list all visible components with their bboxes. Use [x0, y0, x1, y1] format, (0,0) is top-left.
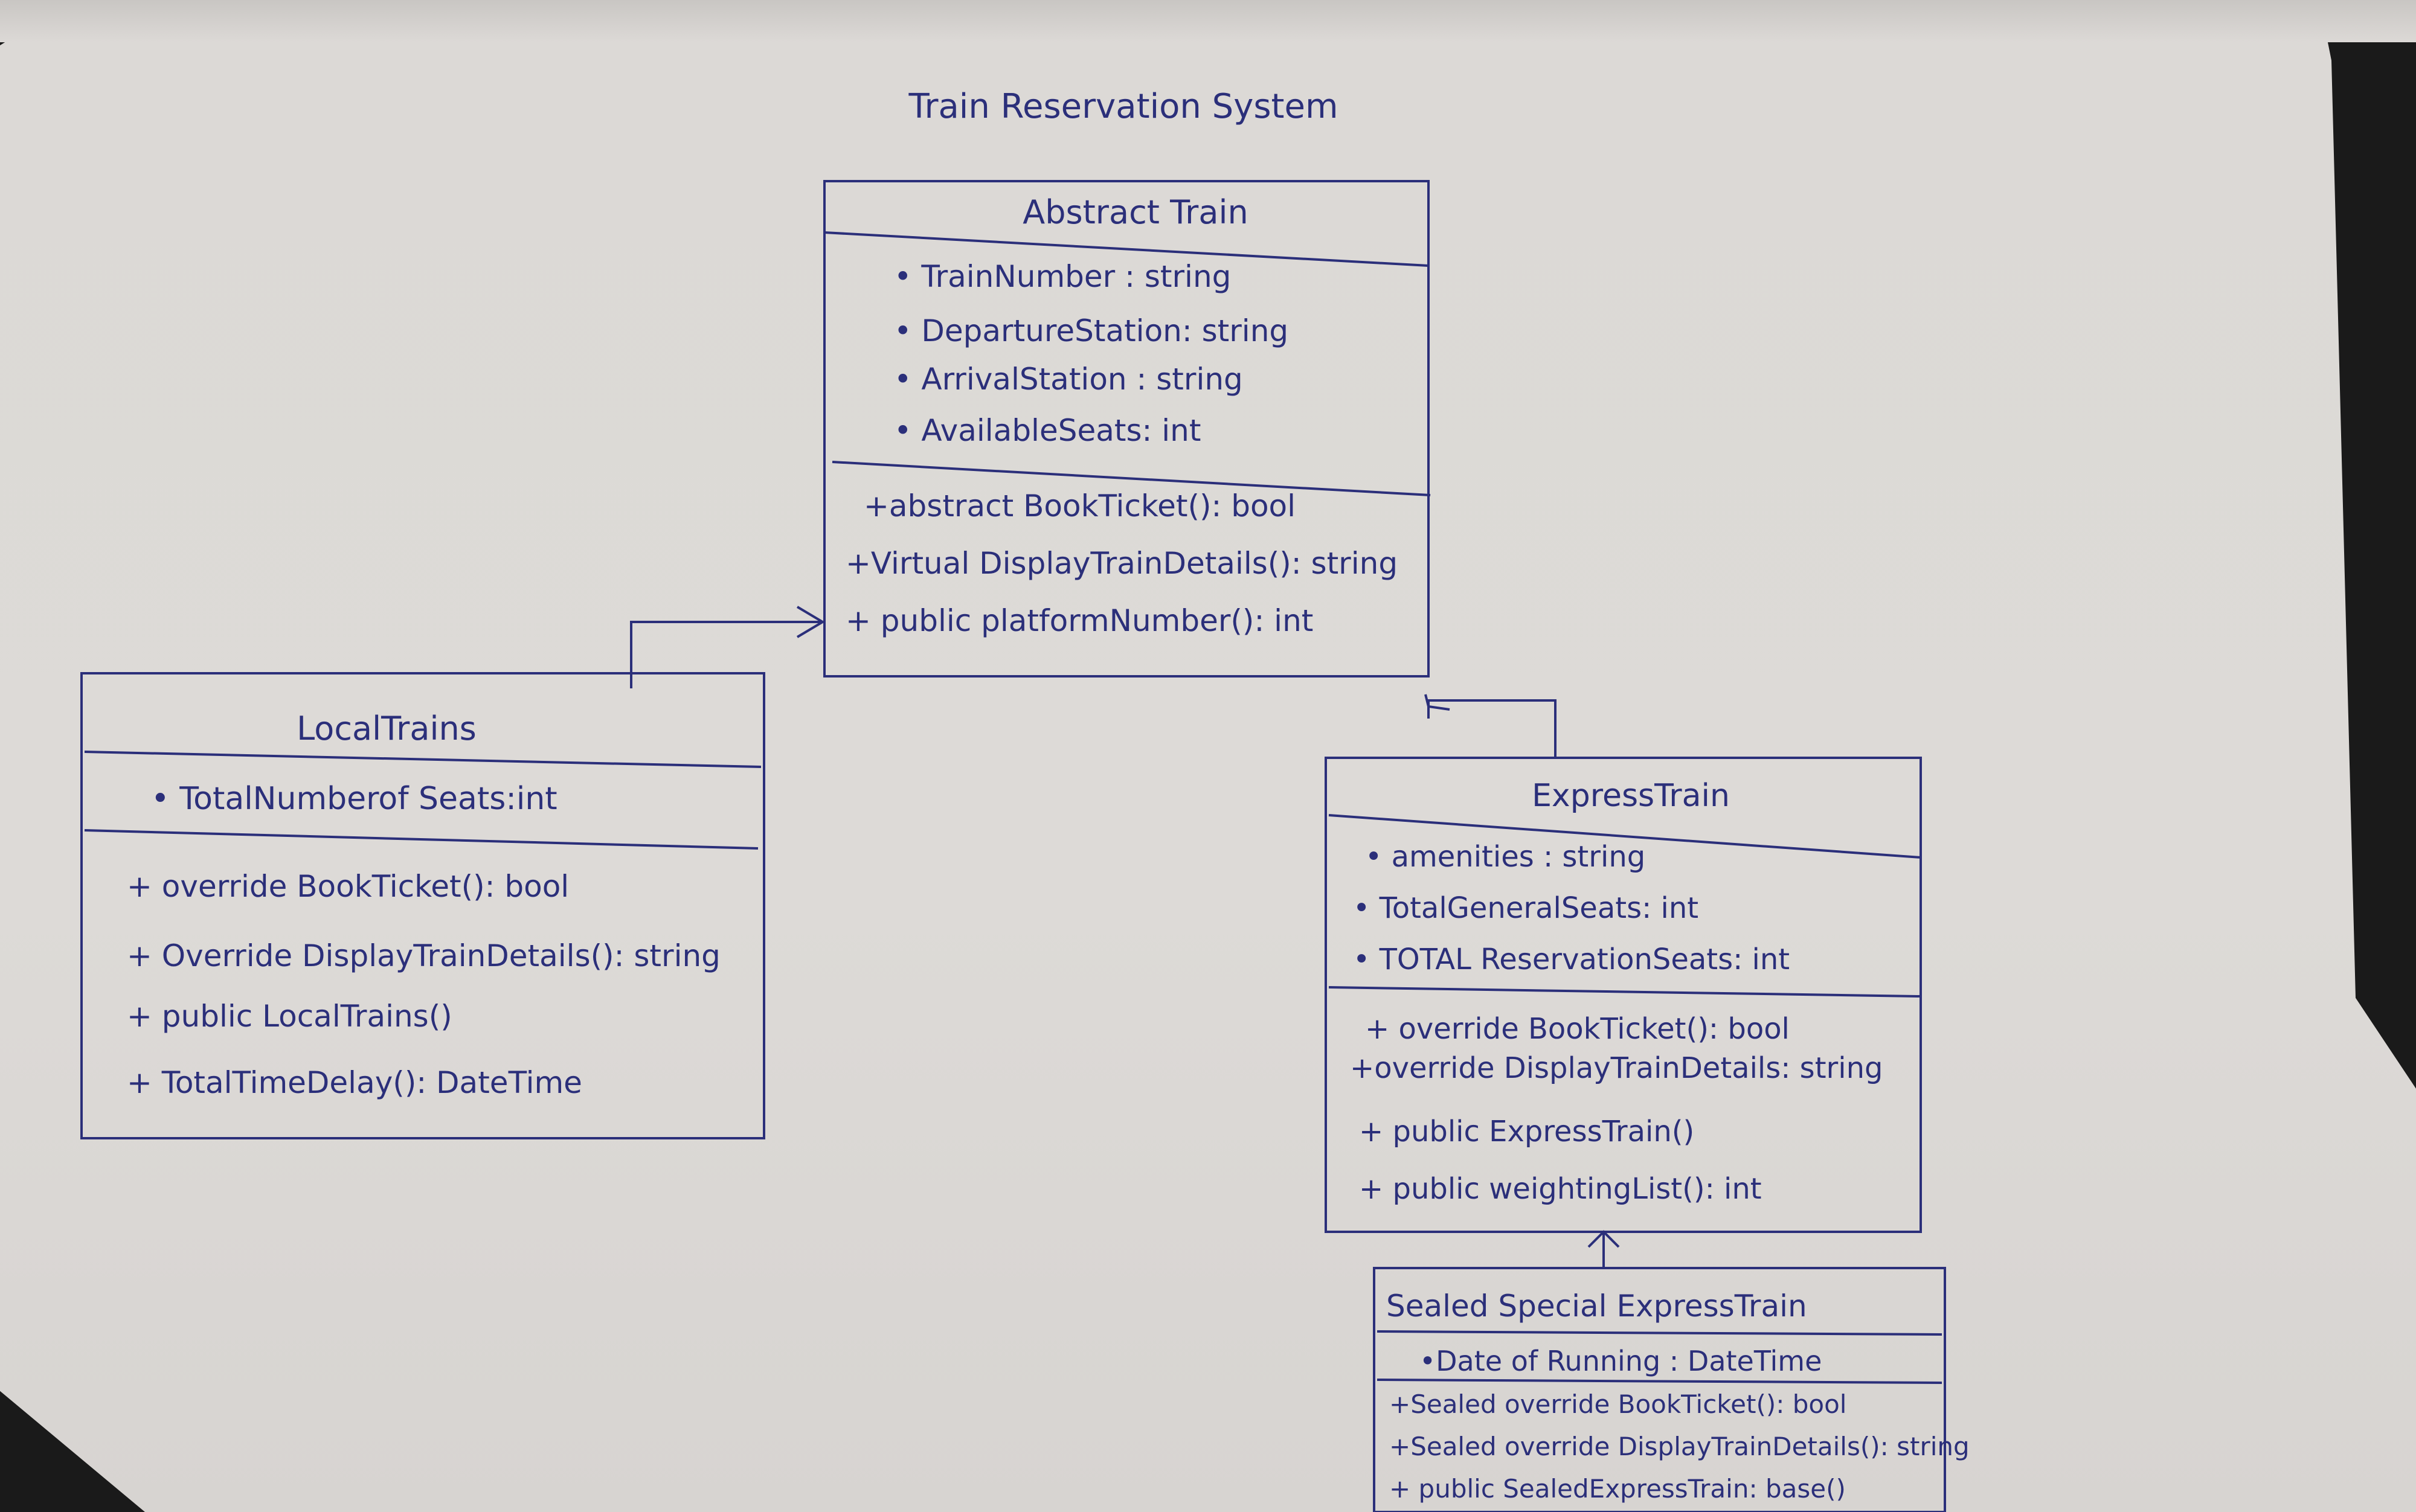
class-sealed-special-express-train [1373, 1267, 1946, 1512]
abstract-train-attr: • AvailableSeats: int [894, 413, 1201, 448]
abstract-train-method: +Virtual DisplayTrainDetails(): string [846, 546, 1398, 581]
local-trains-method: + Override DisplayTrainDetails(): string [127, 938, 721, 973]
express-train-method: + public ExpressTrain() [1359, 1115, 1694, 1148]
local-trains-attr: • TotalNumberof Seats:int [151, 781, 557, 817]
express-train-method: +override DisplayTrainDetails: string [1350, 1051, 1883, 1085]
local-trains-method: + TotalTimeDelay(): DateTime [127, 1065, 582, 1100]
inheritance-arrow-local-to-abstract [630, 606, 825, 688]
inheritance-arrow-express-to-abstract [1424, 694, 1557, 758]
abstract-train-method: +abstract BookTicket(): bool [864, 489, 1296, 524]
sealed-special-name: Sealed Special ExpressTrain [1386, 1289, 1807, 1324]
abstract-train-name: Abstract Train [1023, 193, 1248, 231]
local-trains-method: + override BookTicket(): bool [127, 869, 569, 904]
local-trains-name: LocalTrains [297, 710, 477, 748]
class-express-train [1325, 757, 1922, 1233]
sealed-special-method: +Sealed override BookTicket(): bool [1389, 1389, 1846, 1419]
express-train-attr: • TotalGeneralSeats: int [1353, 891, 1698, 925]
inheritance-arrow-sealed-to-express [1587, 1230, 1620, 1268]
sealed-special-attr: •Date of Running : DateTime [1419, 1345, 1822, 1377]
express-train-method: + override BookTicket(): bool [1365, 1012, 1790, 1046]
sealed-special-method: +Sealed override DisplayTrainDetails(): … [1389, 1432, 1970, 1461]
express-train-name: ExpressTrain [1532, 778, 1730, 814]
sealed-special-method: + public SealedExpressTrain: base() [1389, 1474, 1846, 1504]
class-abstract-train [823, 180, 1431, 678]
diagram-title: Train Reservation System [908, 87, 1338, 126]
abstract-train-method: + public platformNumber(): int [846, 603, 1313, 638]
abstract-train-attr: • TrainNumber : string [894, 259, 1231, 294]
express-train-attr: • amenities : string [1365, 840, 1645, 874]
express-train-method: + public weightingList(): int [1359, 1172, 1762, 1206]
abstract-train-attr: • DepartureStation: string [894, 313, 1288, 348]
page-edge-shadow [0, 0, 2416, 42]
class-local-trains [80, 672, 765, 1139]
express-train-attr: • TOTAL ReservationSeats: int [1353, 943, 1790, 976]
local-trains-method: + public LocalTrains() [127, 999, 452, 1034]
abstract-train-attr: • ArrivalStation : string [894, 362, 1243, 397]
